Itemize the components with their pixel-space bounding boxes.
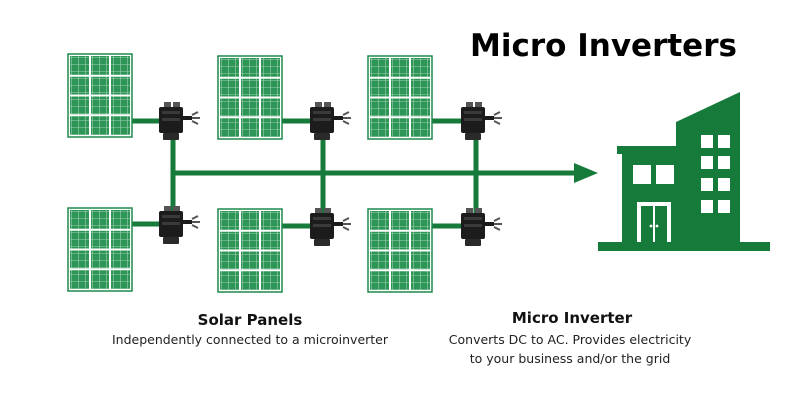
solar-panel-icon <box>367 55 433 140</box>
micro-inverter-icon <box>158 205 201 245</box>
micro-inverter-icon <box>309 207 352 247</box>
micro-inverter-title: Micro Inverter <box>511 309 633 327</box>
micro-inverter-icon <box>158 101 201 141</box>
building-icon <box>598 92 770 251</box>
solar-panels-description: Independently connected to a microinvert… <box>111 332 389 347</box>
solar-panel-icon <box>67 207 133 292</box>
micro-inverter-description-line-2: to your business and/or the grid <box>469 351 671 366</box>
micro-inverter-description-line-1: Converts DC to AC. Provides electricity <box>448 332 692 347</box>
page-title: Micro Inverters <box>470 28 737 64</box>
solar-panel-icon <box>67 53 133 138</box>
solar-panel-icon <box>367 208 433 293</box>
output-arrow-icon <box>574 163 598 183</box>
solar-panel-icon <box>217 55 283 140</box>
solar-panel-icon <box>217 208 283 293</box>
micro-inverter-icon <box>309 101 352 141</box>
micro-inverter-icon <box>460 101 503 141</box>
solar-panels-title: Solar Panels <box>197 311 303 329</box>
micro-inverter-icon <box>460 207 503 247</box>
wiring <box>132 118 574 229</box>
